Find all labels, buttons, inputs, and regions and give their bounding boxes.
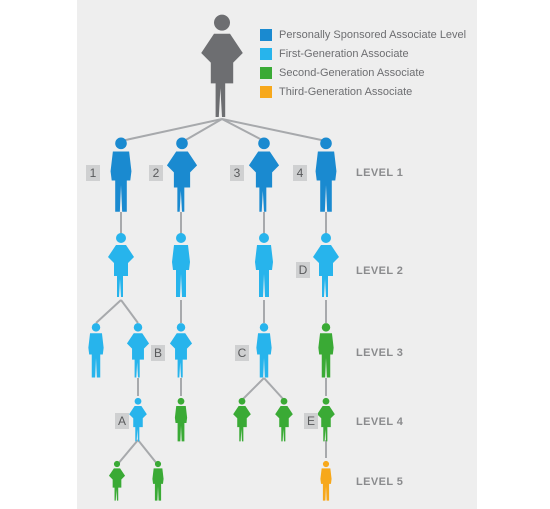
associate-figure	[88, 323, 104, 378]
associate-figure	[275, 397, 293, 442]
legend-label: Second-Generation Associate	[279, 67, 425, 79]
associate-d-figure	[313, 233, 339, 297]
associate-figure	[174, 397, 188, 442]
associate-figure	[233, 397, 251, 442]
tag-a: A	[115, 413, 129, 429]
legend-swatch	[260, 86, 272, 98]
associate-a-figure	[129, 397, 147, 442]
tag-4: 4	[293, 165, 307, 181]
legend-label: First-Generation Associate	[279, 48, 409, 60]
associate-1-figure	[110, 137, 132, 212]
associate-3-figure	[248, 137, 280, 212]
associate-4-figure	[315, 137, 337, 212]
level-3-figures	[88, 323, 334, 378]
legend-label: Personally Sponsored Associate Level	[279, 29, 467, 41]
tag-4-text: 4	[296, 166, 304, 180]
tag-e-text: E	[306, 414, 315, 428]
tag-3: 3	[230, 165, 244, 181]
tag-2: 2	[149, 165, 163, 181]
tag-d-text: D	[298, 263, 308, 277]
connector-lines	[95, 118, 327, 466]
associate-e-figure	[317, 397, 335, 442]
associate-figure	[172, 233, 190, 297]
tag-e: E	[304, 413, 318, 429]
level-5-label: LEVEL 5	[356, 476, 404, 488]
level-3-label: LEVEL 3	[356, 347, 404, 359]
associate-figure	[108, 460, 126, 501]
associate-figure	[152, 460, 164, 501]
associate-figure	[320, 460, 332, 501]
level-4-label: LEVEL 4	[356, 416, 404, 428]
associate-figure	[318, 323, 334, 378]
legend-label: Third-Generation Associate	[279, 86, 413, 98]
level-2-label: LEVEL 2	[356, 265, 404, 277]
legend-swatch	[260, 48, 272, 60]
tag-c-text: C	[237, 346, 247, 360]
legend-swatch	[260, 29, 272, 41]
level-5-figures	[108, 460, 332, 501]
associate-c-figure	[256, 323, 272, 378]
sponsor-figure	[201, 14, 243, 118]
tag-d: D	[296, 262, 310, 278]
level-1-label: LEVEL 1	[356, 167, 404, 179]
associate-2-figure	[166, 137, 198, 212]
tag-3-text: 3	[233, 166, 241, 180]
associate-figure	[108, 233, 134, 297]
diagram-panel	[77, 0, 477, 509]
associate-figure	[126, 323, 150, 378]
tag-b: B	[151, 345, 165, 361]
tag-b-text: B	[153, 346, 162, 360]
tag-a-text: A	[117, 414, 126, 428]
associate-figure	[255, 233, 273, 297]
legend-swatch	[260, 67, 272, 79]
tag-c: C	[235, 345, 249, 361]
associate-b-figure	[169, 323, 193, 378]
tag-1-text: 1	[89, 166, 97, 180]
tag-2-text: 2	[152, 166, 160, 180]
tag-1: 1	[86, 165, 100, 181]
